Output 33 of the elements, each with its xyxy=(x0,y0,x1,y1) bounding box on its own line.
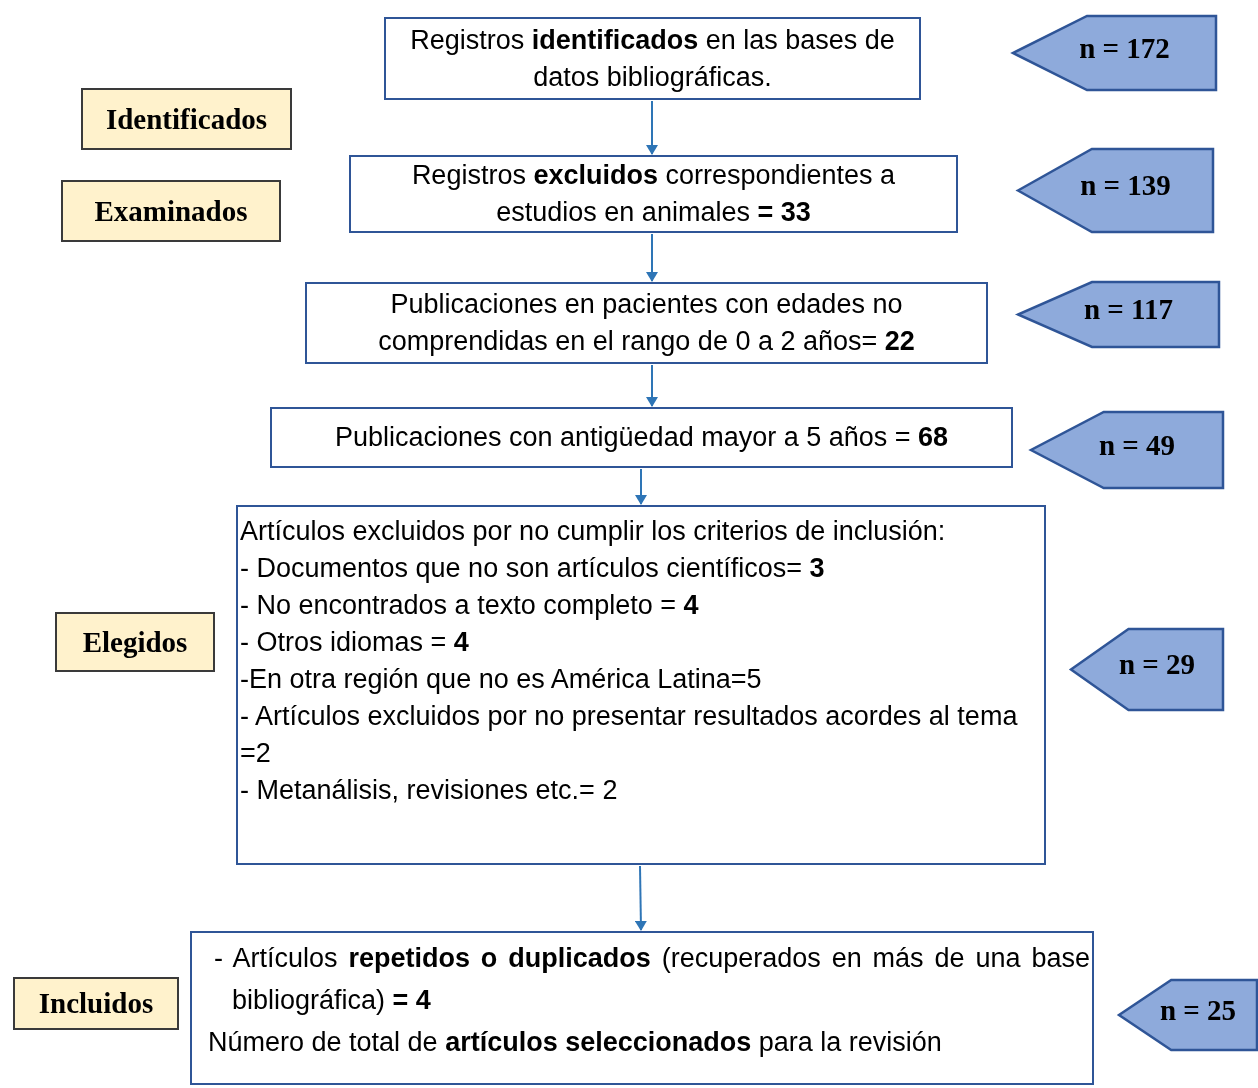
box-text: Registros identificados en las bases de datos bibliográficas. xyxy=(409,23,896,94)
box-text: - No encontrados a texto completo = 4 xyxy=(240,589,700,622)
process-box xyxy=(190,931,1094,1085)
box-text: - Artículos excluidos por no presentar resultados acordes al tema =2 xyxy=(240,700,1019,770)
count-arrow-tag: n = 49 xyxy=(1030,411,1224,489)
arrow xyxy=(646,100,658,155)
count-arrow-tag: n = 139 xyxy=(1017,148,1214,233)
box-text: - Documentos que no son artículos científicos= 3 xyxy=(240,552,826,585)
box-text: Registros excluidos correspondientes a estudios en animales = 33 xyxy=(410,159,897,229)
stage-label: Elegidos xyxy=(55,612,215,672)
stage-label: Identificados xyxy=(81,88,292,150)
process-box xyxy=(305,282,988,364)
stage-label: Incluidos xyxy=(13,977,179,1030)
process-box xyxy=(236,505,1046,865)
box-text: - Otros idiomas = 4 xyxy=(240,626,470,659)
count-arrow-tag: n = 29 xyxy=(1070,628,1224,711)
box-text: - Metanálisis, revisiones etc.= 2 xyxy=(240,774,619,807)
process-box xyxy=(384,17,921,100)
arrow xyxy=(635,468,647,505)
process-box xyxy=(349,155,958,233)
box-text: Número de total de artículos seleccionados para la revisión xyxy=(208,1026,943,1059)
stage-label: Examinados xyxy=(61,180,281,242)
process-box xyxy=(270,407,1013,468)
box-text: -En otra región que no es América Latina=5 xyxy=(240,663,763,696)
count-arrow-tag: n = 117 xyxy=(1017,281,1220,348)
count-arrow-tag: n = 172 xyxy=(1012,15,1217,91)
count-arrow-tag: n = 25 xyxy=(1118,979,1258,1051)
box-text: Publicaciones en pacientes con edades no comprendidas en el rango de 0 a 2 años= 22 xyxy=(377,288,916,358)
arrow xyxy=(634,865,647,931)
box-text: Artículos excluidos por no cumplir los criterios de inclusión: xyxy=(240,515,947,548)
arrow xyxy=(646,364,658,407)
box-text: Publicaciones con antigüedad mayor a 5 años = 68 xyxy=(333,421,950,454)
arrow xyxy=(646,233,658,282)
